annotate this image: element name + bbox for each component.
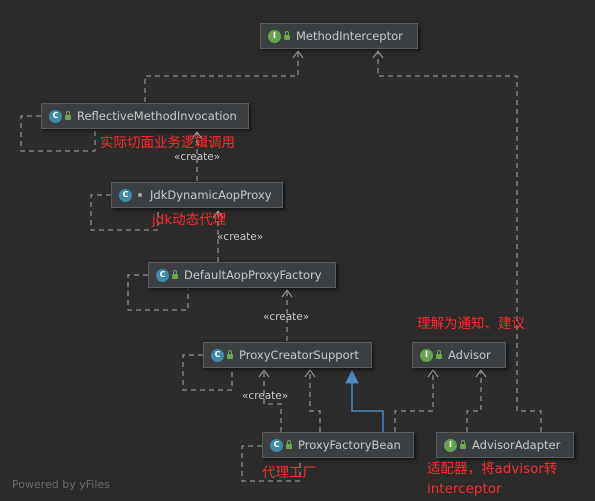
node-label: MethodInterceptor [296, 29, 403, 43]
self-loop-factory [127, 274, 189, 311]
edge-bean-to-advisor [394, 370, 434, 432]
self-loop-reflective [20, 115, 96, 152]
create-stereotype: «create» [242, 390, 289, 402]
node-proxy-factory-bean[interactable]: C ProxyFactoryBean [262, 432, 414, 458]
lock-icon [172, 269, 178, 279]
edge-bean-to-support-dep [309, 370, 321, 432]
lock-icon [227, 349, 233, 359]
arrowhead [292, 50, 304, 59]
create-stereotype: «create» [174, 151, 221, 163]
arrowhead [191, 131, 203, 140]
class-icon: C [270, 438, 283, 452]
annotation-adapter-line1: 适配器，将advisor转 [427, 461, 558, 477]
node-reflective-method-invocation[interactable]: C ReflectiveMethodInvocation [41, 103, 249, 129]
class-icon: C [156, 268, 169, 282]
node-label: ReflectiveMethodInvocation [77, 109, 237, 123]
node-default-aop-proxy-factory[interactable]: C DefaultAopProxyFactory [148, 262, 336, 288]
node-label: ProxyCreatorSupport [239, 348, 359, 362]
annotation-adapter-line2: interceptor [427, 481, 502, 497]
node-label: ProxyFactoryBean [298, 438, 401, 452]
arrowhead [427, 369, 439, 378]
node-label: JdkDynamicAopProxy [150, 188, 272, 202]
lock-icon [460, 439, 466, 449]
watermark: Powered by yFiles [12, 478, 110, 491]
extends-arrowhead [345, 369, 359, 384]
node-advisor[interactable]: I Advisor [412, 342, 506, 368]
arrowhead [304, 369, 316, 378]
node-proxy-creator-support[interactable]: C ProxyCreatorSupport [203, 342, 372, 368]
class-icon: C [211, 348, 224, 362]
edge-reflective-to-interceptor [144, 50, 299, 102]
annotation-proxy-factory-bean: 代理工厂 [262, 465, 316, 481]
node-advisor-adapter[interactable]: I AdvisorAdapter [436, 432, 574, 458]
arrowhead [281, 289, 293, 298]
lock-icon [436, 349, 442, 359]
edge-adapter-to-interceptor [377, 50, 542, 432]
lock-icon [284, 30, 290, 40]
lock-icon [65, 110, 71, 120]
annotation-reflective: 实际切面业务逻辑调用 [100, 135, 235, 151]
create-stereotype: «create» [217, 231, 264, 243]
lock-icon [286, 439, 292, 449]
class-icon: C [119, 188, 132, 202]
annotation-jdk: jdk动态代理 [152, 212, 227, 228]
annotation-advisor: 理解为通知、建议 [417, 316, 525, 332]
create-stereotype: «create» [263, 311, 310, 323]
arrowhead [475, 369, 487, 378]
self-loop-jdk [90, 194, 159, 231]
edge-adapter-to-advisor [466, 370, 482, 432]
node-label: DefaultAopProxyFactory [184, 268, 322, 282]
interface-icon: I [268, 29, 281, 43]
arrowhead [212, 210, 224, 219]
arrowhead [372, 50, 384, 59]
node-label: Advisor [448, 348, 491, 362]
package-private-icon [138, 193, 142, 197]
interface-icon: I [420, 348, 433, 362]
edge-bean-to-support-create [263, 370, 282, 432]
self-loop-bean [241, 445, 301, 482]
interface-icon: I [444, 438, 457, 452]
node-method-interceptor[interactable]: I MethodInterceptor [260, 23, 418, 49]
node-label: AdvisorAdapter [472, 438, 561, 452]
class-icon: C [49, 109, 62, 123]
edge-bean-extends-support [351, 381, 384, 432]
arrowhead [258, 369, 270, 378]
node-jdk-dynamic-aop-proxy[interactable]: C JdkDynamicAopProxy [111, 182, 283, 208]
self-loop-support [182, 354, 233, 391]
